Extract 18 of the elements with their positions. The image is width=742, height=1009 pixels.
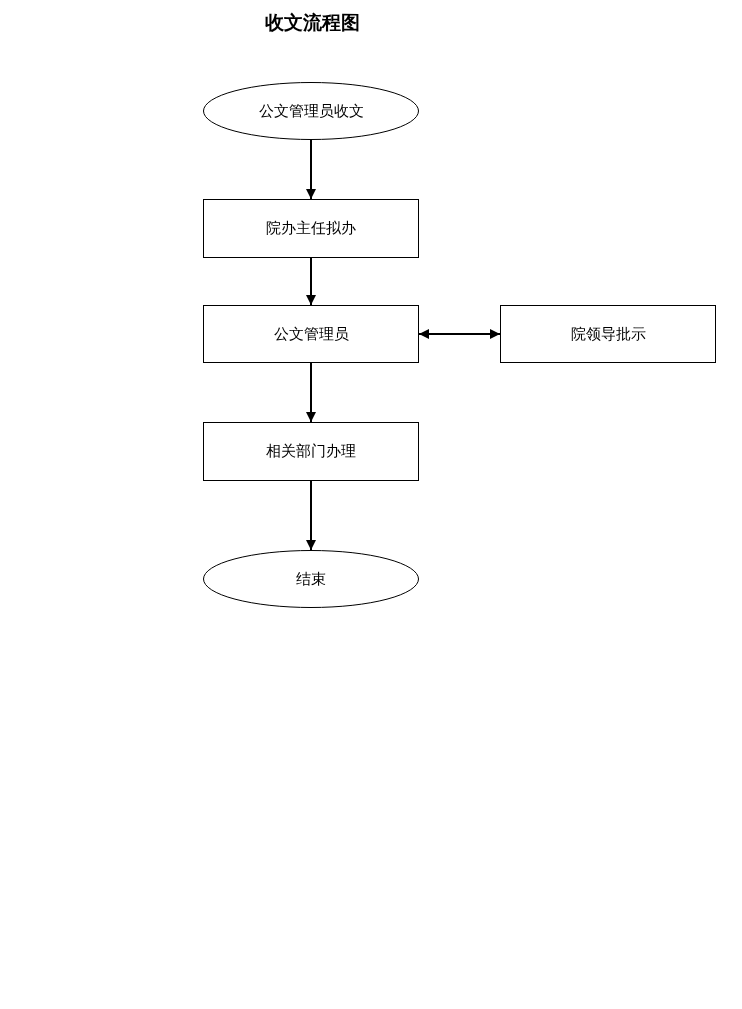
terminal-ellipse (203, 550, 419, 608)
arrow (306, 139, 316, 200)
node-label: 公文管理员 (273, 324, 349, 344)
arrow (306, 257, 316, 306)
node-label: 结束 (296, 569, 326, 589)
arrow (306, 362, 316, 423)
arrow (418, 329, 501, 339)
process-box (203, 305, 419, 363)
process-box (203, 422, 419, 481)
diagram-title: 收文流程图 (263, 10, 361, 35)
process-box (500, 305, 716, 363)
node-label: 院领导批示 (570, 324, 646, 344)
arrow (306, 480, 316, 551)
process-box (203, 199, 419, 258)
terminal-ellipse (203, 82, 419, 140)
node-label: 相关部门办理 (266, 442, 356, 461)
node-label: 公文管理员收文 (258, 101, 364, 121)
node-label: 院办主任拟办 (266, 219, 356, 238)
